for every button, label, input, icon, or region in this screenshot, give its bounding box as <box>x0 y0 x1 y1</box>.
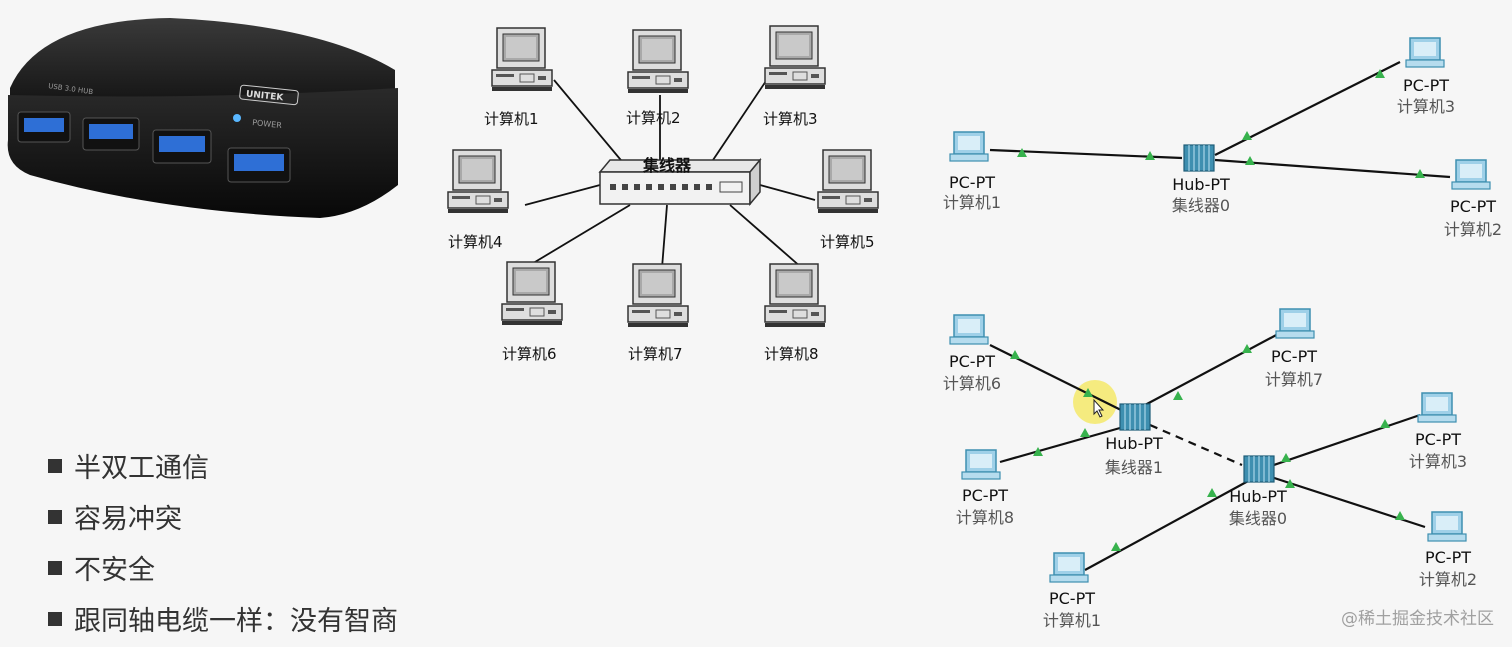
computer-4-icon <box>447 149 509 214</box>
top-link-status <box>1017 69 1425 178</box>
top-pc-1-type: PC-PT <box>949 173 995 192</box>
top-hub-0-type: Hub-PT <box>1172 175 1230 194</box>
bullet-text: 不安全 <box>74 555 155 586</box>
computer-7-icon <box>627 263 689 328</box>
bullet-item: 半双工通信 <box>48 440 398 491</box>
hub-crossover-link <box>1149 423 1243 467</box>
hub-brand-plate <box>239 84 299 106</box>
usb-port <box>17 111 71 143</box>
usb-hub-photo: USB 3.0 HUB UNITEK POWER <box>7 18 399 218</box>
bottom-pc-1-name: 计算机1 <box>1043 611 1101 630</box>
watermark: @稀土掘金技术社区 <box>1341 609 1494 629</box>
computer-3-icon <box>764 25 826 90</box>
bullet-item: 容易冲突 <box>48 491 398 542</box>
bullet-item: 不安全 <box>48 542 398 593</box>
pc-7-icon <box>1275 308 1315 339</box>
hub-1-icon <box>1119 403 1151 431</box>
pc-8-icon <box>961 449 1001 480</box>
hub-label: 集线器 <box>642 156 692 175</box>
bottom-pc-7-name: 计算机7 <box>1265 370 1323 389</box>
pc-6-icon <box>949 314 989 345</box>
top-hub-0-name: 集线器0 <box>1172 196 1230 215</box>
bottom-pc-2-type: PC-PT <box>1425 548 1471 567</box>
bottom-links <box>989 332 1426 571</box>
pc-3-icon <box>1417 392 1457 423</box>
bullet-item: 跟同轴电缆一样：没有智商 <box>48 593 398 644</box>
computer-1-label: 计算机1 <box>484 110 539 128</box>
pc-1-icon <box>1049 552 1089 583</box>
computer-2-label: 计算机2 <box>626 109 681 127</box>
hub-device <box>598 157 762 207</box>
bottom-pc-7-type: PC-PT <box>1271 347 1317 366</box>
bottom-pc-8-name: 计算机8 <box>956 508 1014 527</box>
bullet-text: 跟同轴电缆一样：没有智商 <box>74 606 398 637</box>
usb-port <box>82 117 140 151</box>
top-pc-3-type: PC-PT <box>1403 76 1449 95</box>
bottom-pc-2-name: 计算机2 <box>1419 570 1477 589</box>
computer-8-label: 计算机8 <box>764 345 819 363</box>
bottom-hub-0-type: Hub-PT <box>1229 487 1287 506</box>
hub-0-icon <box>1183 144 1215 172</box>
bottom-hub-0-name: 集线器0 <box>1229 509 1287 528</box>
usb-port <box>227 147 291 183</box>
usb-port <box>152 129 212 164</box>
pc-2-icon <box>1451 159 1491 190</box>
bottom-pc-6-type: PC-PT <box>949 352 995 371</box>
hub-top-surface <box>10 18 395 105</box>
bottom-pc-1-type: PC-PT <box>1049 589 1095 608</box>
packet-tracer-topology: PC-PT 计算机1 Hub-PT 集线器0 PC-PT 计算机3 PC-PT … <box>943 37 1502 630</box>
bullet-square-icon <box>48 560 62 575</box>
computer-3-label: 计算机3 <box>763 110 818 128</box>
top-pc-3-name: 计算机3 <box>1397 97 1455 116</box>
mouse-cursor-icon <box>1093 398 1105 418</box>
bullet-text: 容易冲突 <box>74 504 182 535</box>
star-links <box>524 74 816 269</box>
star-topology-diagram: 集线器 计算机1 计算机2 计算机3 计算机4 计算机5 计算机6 计算机7 计… <box>447 25 879 363</box>
top-pc-2-name: 计算机2 <box>1444 220 1502 239</box>
bullet-square-icon <box>48 611 62 626</box>
computer-5-label: 计算机5 <box>820 233 875 251</box>
bullet-text: 半双工通信 <box>74 453 209 484</box>
pc-1-icon <box>949 131 989 162</box>
pc-2-icon <box>1427 511 1467 542</box>
bottom-link-status <box>1010 344 1405 551</box>
bottom-pc-3-name: 计算机3 <box>1409 452 1467 471</box>
hub-0-icon <box>1243 455 1275 483</box>
hub-power-label: POWER <box>252 118 283 130</box>
computer-5-icon <box>817 149 879 214</box>
feature-list: 半双工通信 容易冲突 不安全 跟同轴电缆一样：没有智商 <box>48 440 398 644</box>
top-pc-2-type: PC-PT <box>1450 197 1496 216</box>
computer-1-icon <box>491 27 553 92</box>
bullet-square-icon <box>48 509 62 524</box>
bottom-pc-8-type: PC-PT <box>962 486 1008 505</box>
bottom-pc-3-type: PC-PT <box>1415 430 1461 449</box>
computer-4-label: 计算机4 <box>448 233 503 251</box>
top-links <box>989 61 1451 179</box>
computer-8-icon <box>764 263 826 328</box>
bottom-hub-1-type: Hub-PT <box>1105 434 1163 453</box>
bottom-pc-6-name: 计算机6 <box>943 374 1001 393</box>
computer-6-label: 计算机6 <box>502 345 557 363</box>
power-led <box>233 114 241 122</box>
top-pc-1-name: 计算机1 <box>943 193 1001 212</box>
bullet-square-icon <box>48 458 62 473</box>
pc-3-icon <box>1405 37 1445 68</box>
computer-6-icon <box>501 261 563 326</box>
bottom-hub-1-name: 集线器1 <box>1105 458 1163 477</box>
computer-2-icon <box>627 29 689 94</box>
computer-7-label: 计算机7 <box>628 345 683 363</box>
hub-brand-label: UNITEK <box>245 90 284 104</box>
